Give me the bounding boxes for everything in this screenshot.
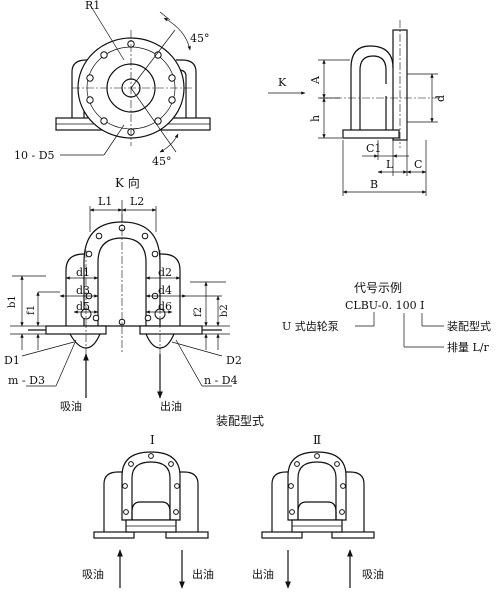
dim-l-label: L xyxy=(386,158,394,171)
code-example-title: 代号示例 xyxy=(354,281,402,295)
code-example-code: CLBU-0. 100 Ⅰ xyxy=(345,299,424,312)
angle-45-lower-label: 45° xyxy=(152,155,172,168)
dim-d3-label: d3 xyxy=(76,284,90,297)
angle-45-upper-label: 45° xyxy=(190,32,210,45)
dim-D2-label: D2 xyxy=(226,354,242,367)
dim-f1-label: f1 xyxy=(26,305,37,315)
side-view-drawing xyxy=(268,20,440,196)
type2-suction-label: 吸油 xyxy=(362,567,384,581)
front-discharge-label: 出油 xyxy=(160,399,182,413)
dim-d5-label: d5 xyxy=(76,300,90,313)
dim-c1-label: C1 xyxy=(366,142,381,155)
type2-discharge-label: 出油 xyxy=(252,567,274,581)
dim-c-label: C xyxy=(414,158,422,171)
holes-m-D3-label: m - D3 xyxy=(8,374,45,387)
dim-l1-label: L1 xyxy=(98,195,112,208)
type1-suction-label: 吸油 xyxy=(82,567,104,581)
dim-h-label: h xyxy=(309,115,322,122)
code-pump-label: U 式齿轮泵 xyxy=(282,319,339,333)
dim-f2-label: f2 xyxy=(193,307,204,317)
dim-D1-label: D1 xyxy=(4,354,20,367)
code-assembly-label: 装配型式 xyxy=(447,319,491,333)
assembly-type-2-drawing xyxy=(261,451,375,589)
view-k-drawing xyxy=(55,7,211,156)
front-suction-label: 吸油 xyxy=(60,399,82,413)
code-flow-label: 排量 L/r xyxy=(447,340,490,354)
view-k-caption: K 向 xyxy=(115,175,140,190)
assembly-type-2-label: Ⅱ xyxy=(313,433,321,447)
dim-b1-label: b1 xyxy=(7,295,18,308)
bolt-holes-label: 10 - D5 xyxy=(14,149,55,162)
holes-n-D4-label: n - D4 xyxy=(204,374,238,387)
dim-d-label: d xyxy=(434,95,447,102)
r1-label: R1 xyxy=(85,0,100,12)
dim-d2-label: d2 xyxy=(158,266,172,279)
k-arrow-label: K xyxy=(278,76,287,89)
dim-b-label: B xyxy=(370,178,378,191)
dim-d6-label: d6 xyxy=(158,300,172,313)
dim-b2-label: b2 xyxy=(219,304,230,317)
dim-l2-label: L2 xyxy=(130,195,144,208)
dim-a-label: A xyxy=(309,75,322,85)
code-example-leaders xyxy=(355,312,444,348)
assembly-type-1-drawing xyxy=(93,451,209,589)
assembly-title: 装配型式 xyxy=(216,414,264,428)
front-view-drawing xyxy=(10,200,232,399)
dim-d4-label: d4 xyxy=(158,284,172,297)
type1-discharge-label: 出油 xyxy=(192,567,214,581)
assembly-type-1-label: Ⅰ xyxy=(150,433,155,447)
dim-d1-label: d1 xyxy=(76,266,90,279)
